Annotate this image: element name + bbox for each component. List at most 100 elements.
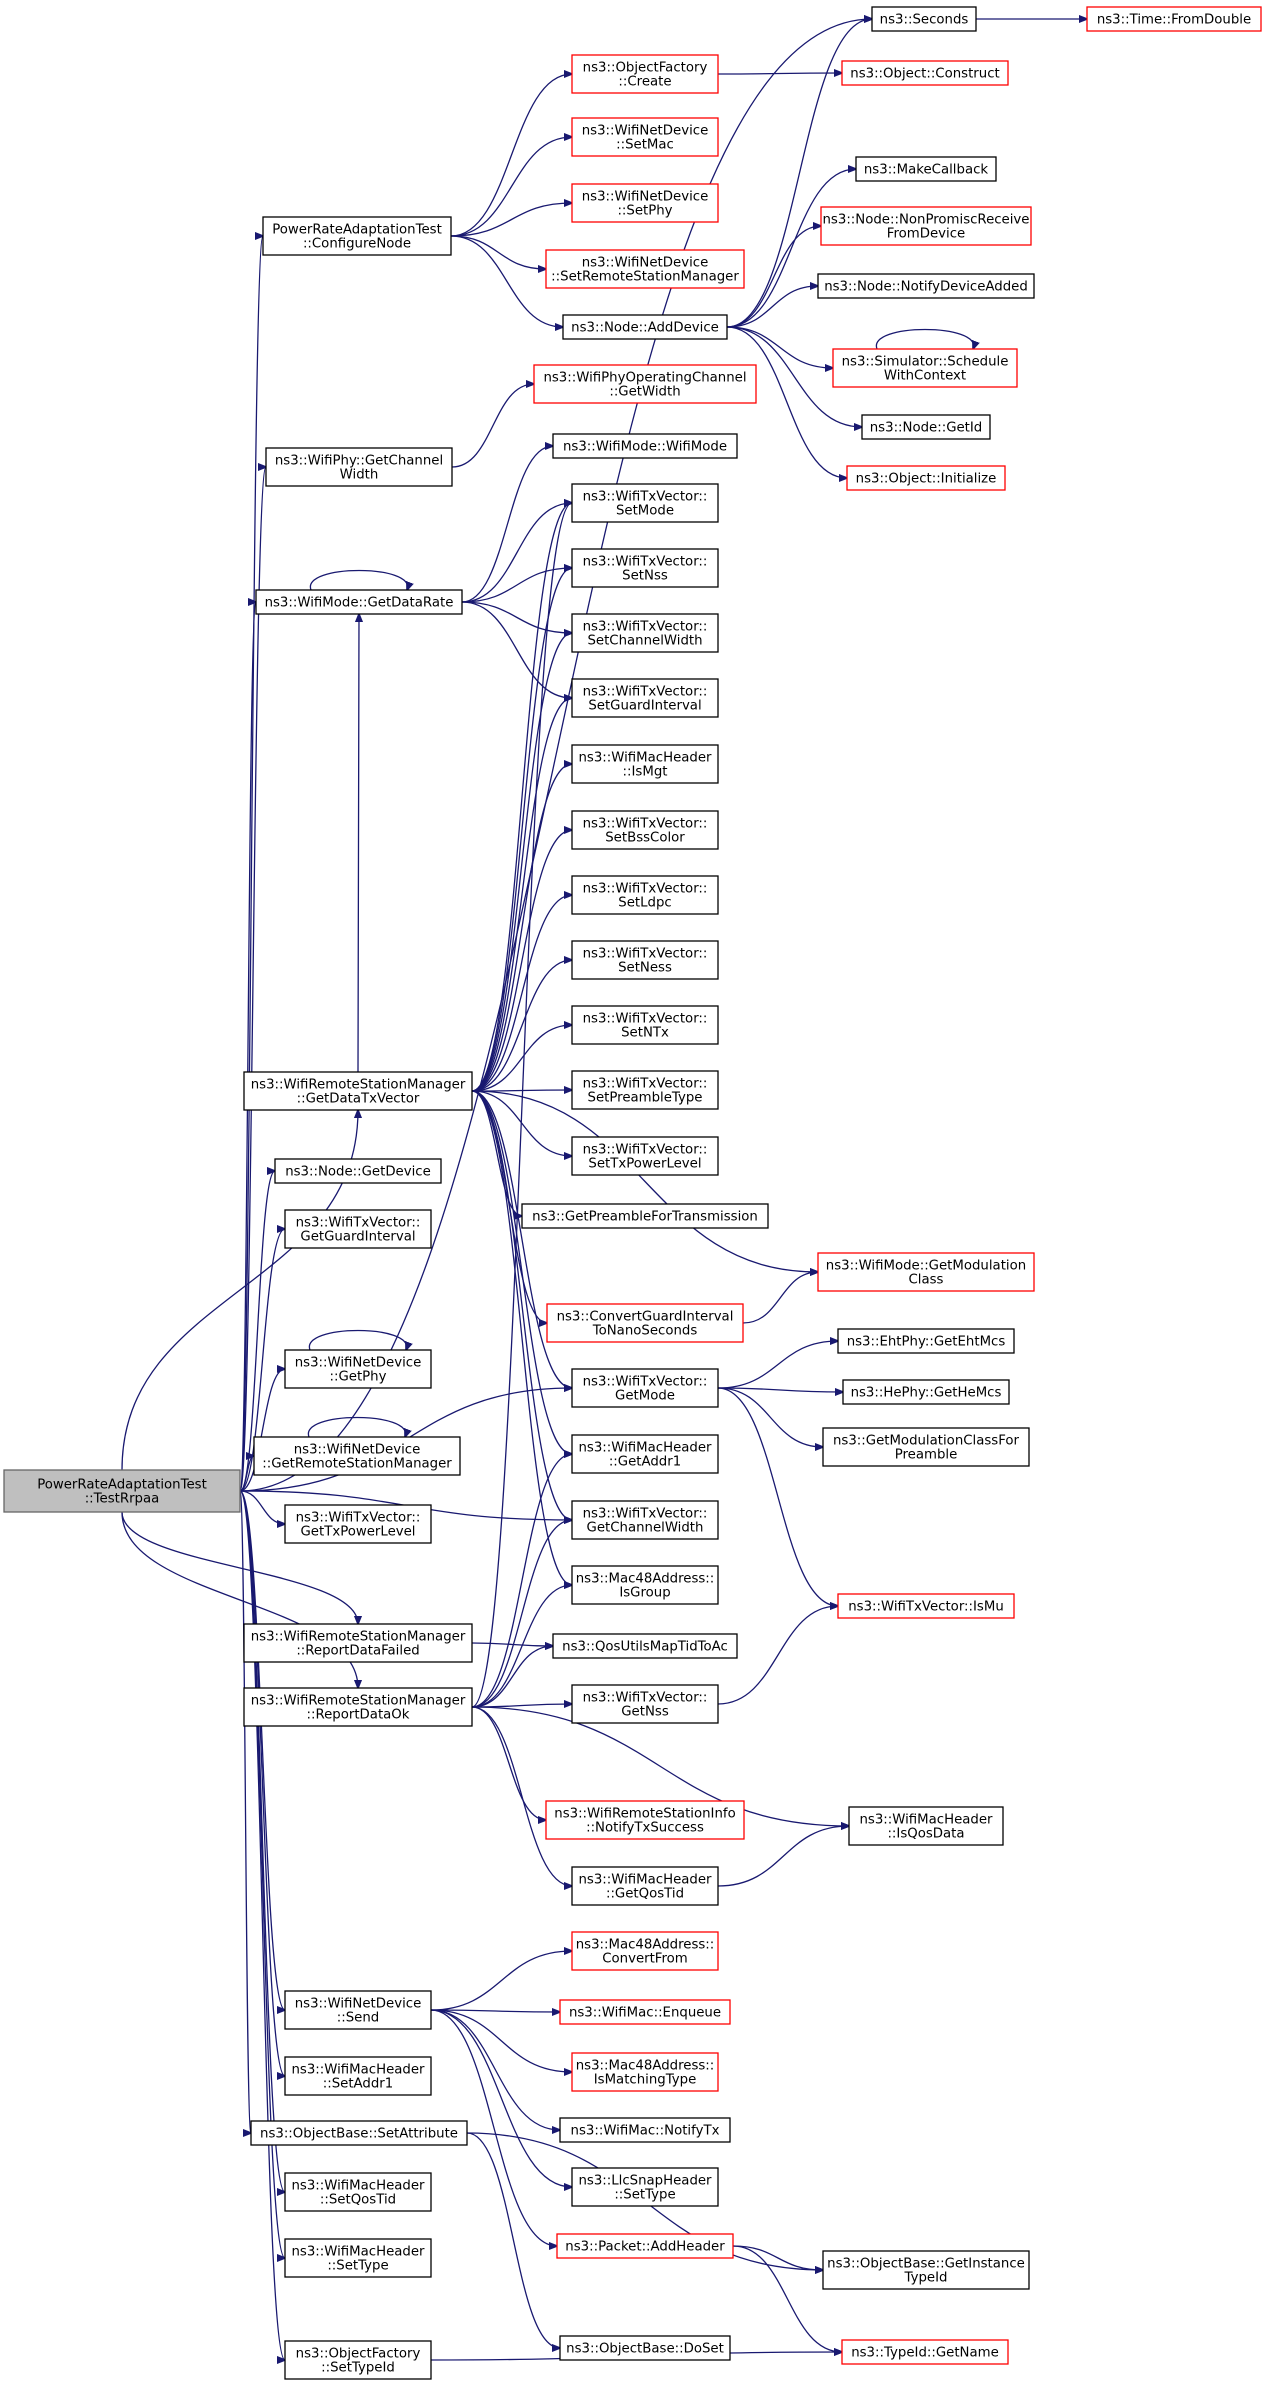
- node-setrsm[interactable]: ns3::WifiNetDevice::SetRemoteStationMana…: [545, 249, 745, 289]
- node-getdatatx[interactable]: ns3::WifiRemoteStationManager::GetDataTx…: [243, 1071, 473, 1111]
- node-root[interactable]: PowerRateAdaptationTest::TestRrpaa: [3, 1469, 241, 1513]
- node-box-setness: [571, 940, 719, 980]
- node-box-getrsm: [253, 1436, 461, 1476]
- node-setphy[interactable]: ns3::WifiNetDevice::SetPhy: [571, 183, 719, 223]
- node-getpre[interactable]: ns3::GetPreambleForTransmission: [521, 1203, 769, 1229]
- node-notifytx[interactable]: ns3::WifiRemoteStationInfo::NotifyTxSucc…: [545, 1800, 745, 1840]
- node-setgi[interactable]: ns3::WifiTxVector::SetGuardInterval: [571, 678, 719, 718]
- node-label-setqostid-1: ::SetQosTid: [320, 2193, 396, 2208]
- node-wifimode[interactable]: ns3::WifiMode::WifiMode: [552, 433, 738, 459]
- node-reportfailed[interactable]: ns3::WifiRemoteStationManager::ReportDat…: [243, 1623, 473, 1663]
- node-ismgt[interactable]: ns3::WifiMacHeader::IsMgt: [571, 744, 719, 784]
- node-getdevice[interactable]: ns3::Node::GetDevice: [274, 1158, 442, 1184]
- node-nodegetid[interactable]: ns3::Node::GetId: [861, 414, 991, 440]
- node-hemcs[interactable]: ns3::HePhy::GetHeMcs: [842, 1379, 1010, 1405]
- node-getgi[interactable]: ns3::WifiTxVector::GetGuardInterval: [284, 1209, 432, 1249]
- node-setpre[interactable]: ns3::WifiTxVector::SetPreambleType: [571, 1070, 719, 1110]
- node-label-getphy-0: ns3::WifiNetDevice: [295, 1356, 422, 1371]
- node-label-setntx-0: ns3::WifiTxVector::: [583, 1012, 708, 1027]
- node-getchw[interactable]: ns3::WifiPhy::GetChannelWidth: [265, 447, 453, 487]
- node-configure[interactable]: PowerRateAdaptationTest::ConfigureNode: [262, 216, 452, 256]
- node-objinit[interactable]: ns3::Object::Initialize: [846, 465, 1006, 491]
- node-enqueue[interactable]: ns3::WifiMac::Enqueue: [559, 1999, 731, 2025]
- node-ismu[interactable]: ns3::WifiTxVector::IsMu: [837, 1593, 1015, 1619]
- node-getmode[interactable]: ns3::WifiTxVector::GetMode: [571, 1368, 719, 1408]
- node-setchw[interactable]: ns3::WifiTxVector::SetChannelWidth: [571, 613, 719, 653]
- node-setattr[interactable]: ns3::ObjectBase::SetAttribute: [250, 2120, 468, 2146]
- node-setaddr1[interactable]: ns3::WifiMacHeader::SetAddr1: [284, 2056, 432, 2096]
- node-getrsm[interactable]: ns3::WifiNetDevice::GetRemoteStationMana…: [253, 1436, 461, 1476]
- node-setmac[interactable]: ns3::WifiNetDevice::SetMac: [571, 117, 719, 157]
- node-box-setchw: [571, 613, 719, 653]
- node-setness[interactable]: ns3::WifiTxVector::SetNess: [571, 940, 719, 980]
- node-box-getaddr1: [571, 1434, 719, 1474]
- node-getnss[interactable]: ns3::WifiTxVector::GetNss: [571, 1684, 719, 1724]
- node-reportok[interactable]: ns3::WifiRemoteStationManager::ReportDat…: [243, 1687, 473, 1727]
- node-getdatarate[interactable]: ns3::WifiMode::GetDataRate: [255, 589, 463, 615]
- edge-getdatarate-to-setgi: [461, 601, 572, 698]
- node-addheader[interactable]: ns3::Packet::AddHeader: [556, 2233, 734, 2259]
- node-isgroup[interactable]: ns3::Mac48Address::IsGroup: [571, 1565, 719, 1605]
- node-getaddr1[interactable]: ns3::WifiMacHeader::GetAddr1: [571, 1434, 719, 1474]
- node-label-ismatch-1: IsMatchingType: [594, 2073, 697, 2088]
- node-label-reportfailed-1: ::ReportDataFailed: [296, 1644, 419, 1659]
- node-opchwidth[interactable]: ns3::WifiPhyOperatingChannel::GetWidth: [533, 364, 757, 404]
- node-makecb[interactable]: ns3::MakeCallback: [855, 156, 997, 182]
- node-label-ismu-0: ns3::WifiTxVector::IsMu: [848, 1600, 1004, 1615]
- node-getchw2[interactable]: ns3::WifiTxVector::GetChannelWidth: [571, 1500, 719, 1540]
- node-settype[interactable]: ns3::WifiMacHeader::SetType: [284, 2238, 432, 2278]
- node-box-getchw2: [571, 1500, 719, 1540]
- node-getname[interactable]: ns3::TypeId::GetName: [841, 2339, 1009, 2365]
- node-getqostid[interactable]: ns3::WifiMacHeader::GetQosTid: [571, 1866, 719, 1906]
- node-construct[interactable]: ns3::Object::Construct: [841, 60, 1009, 86]
- node-setldpc[interactable]: ns3::WifiTxVector::SetLdpc: [571, 875, 719, 915]
- node-label-setness-0: ns3::WifiTxVector::: [583, 947, 708, 962]
- node-gettxpl[interactable]: ns3::WifiTxVector::GetTxPowerLevel: [284, 1504, 432, 1544]
- edge-send-to-ismatch: [430, 2009, 572, 2072]
- node-label-macnotifytx-0: ns3::WifiMac::NotifyTx: [571, 2124, 720, 2139]
- node-box-setmac: [571, 117, 719, 157]
- node-label-modclasspre-0: ns3::GetModulationClassFor: [833, 1434, 1020, 1449]
- node-settxpl[interactable]: ns3::WifiTxVector::SetTxPowerLevel: [571, 1136, 719, 1176]
- node-ismatch[interactable]: ns3::Mac48Address::IsMatchingType: [571, 2052, 719, 2092]
- node-setqostid[interactable]: ns3::WifiMacHeader::SetQosTid: [284, 2172, 432, 2212]
- node-macnotifytx[interactable]: ns3::WifiMac::NotifyTx: [559, 2117, 731, 2143]
- edge-getdatatx-to-settxpl: [471, 1090, 572, 1156]
- node-label-getgi-0: ns3::WifiTxVector::: [296, 1216, 421, 1231]
- node-label-opchwidth-1: ::GetWidth: [609, 385, 680, 400]
- node-box-setqostid: [284, 2172, 432, 2212]
- node-fromdouble[interactable]: ns3::Time::FromDouble: [1086, 6, 1262, 32]
- node-label-getrsm-0: ns3::WifiNetDevice: [294, 1443, 421, 1458]
- node-qosmap[interactable]: ns3::QosUtilsMapTidToAc: [552, 1633, 738, 1659]
- node-getmodclass[interactable]: ns3::WifiMode::GetModulationClass: [817, 1252, 1035, 1292]
- node-doset[interactable]: ns3::ObjectBase::DoSet: [559, 2335, 731, 2361]
- node-box-send: [284, 1990, 432, 2030]
- node-ofcreate[interactable]: ns3::ObjectFactory::Create: [571, 54, 719, 94]
- edge-root-to-seconds: [239, 19, 872, 1492]
- node-setbss[interactable]: ns3::WifiTxVector::SetBssColor: [571, 810, 719, 850]
- node-label-getpre-0: ns3::GetPreambleForTransmission: [532, 1210, 758, 1225]
- node-setntx[interactable]: ns3::WifiTxVector::SetNTx: [571, 1005, 719, 1045]
- node-label-setphy-0: ns3::WifiNetDevice: [582, 190, 709, 205]
- node-getphy[interactable]: ns3::WifiNetDevice::GetPhy: [284, 1349, 432, 1389]
- node-convfrom[interactable]: ns3::Mac48Address::ConvertFrom: [571, 1931, 719, 1971]
- node-label-adddevice-0: ns3::Node::AddDevice: [571, 321, 719, 336]
- node-setmode[interactable]: ns3::WifiTxVector::SetMode: [571, 483, 719, 523]
- edge-getdatatx-to-setldpc: [471, 895, 572, 1092]
- node-seconds[interactable]: ns3::Seconds: [871, 6, 977, 32]
- node-setnss[interactable]: ns3::WifiTxVector::SetNss: [571, 548, 719, 588]
- node-label-getchw2-0: ns3::WifiTxVector::: [583, 1507, 708, 1522]
- node-send[interactable]: ns3::WifiNetDevice::Send: [284, 1990, 432, 2030]
- node-box-getchw: [265, 447, 453, 487]
- node-notifyadded[interactable]: ns3::Node::NotifyDeviceAdded: [817, 273, 1035, 299]
- node-settypeid[interactable]: ns3::ObjectFactory::SetTypeId: [284, 2340, 432, 2380]
- node-ehtmcs[interactable]: ns3::EhtPhy::GetEhtMcs: [837, 1328, 1015, 1354]
- node-adddevice[interactable]: ns3::Node::AddDevice: [562, 314, 728, 340]
- node-llcsettype[interactable]: ns3::LlcSnapHeader::SetType: [571, 2167, 719, 2207]
- node-isqosdata[interactable]: ns3::WifiMacHeader::IsQosData: [848, 1806, 1004, 1846]
